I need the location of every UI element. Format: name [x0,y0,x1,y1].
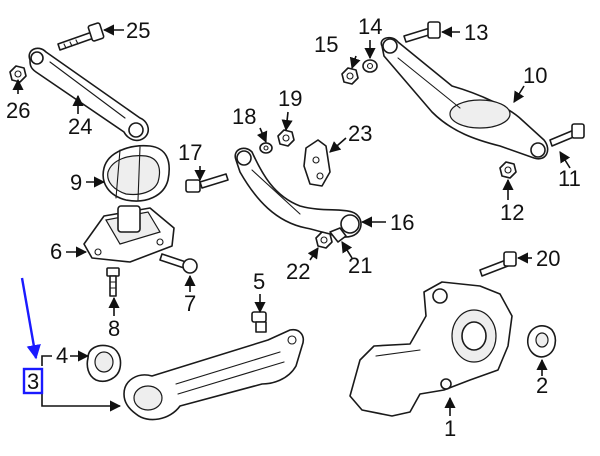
callout-17: 17 [178,140,202,165]
callout-23: 23 [348,121,372,146]
callout-1: 1 [444,416,456,441]
callout-5: 5 [253,269,265,294]
part-3-highlight [20,277,44,395]
part-13-bolt [403,21,441,43]
part-6-mount-bracket [83,205,175,263]
part-3-highlight-box [22,367,44,395]
part-17-bolt [185,173,229,193]
part-7-bolt [159,253,198,274]
callout-3: 3 [27,369,39,394]
part-14-washer [362,59,378,73]
part-22-nut [315,231,333,249]
part-12-nut [499,161,517,179]
callout-16: 16 [390,210,414,235]
part-4-bushing [86,344,122,383]
callout-8: 8 [108,316,120,341]
callout-18: 18 [232,104,256,129]
callout-13: 13 [464,20,488,45]
callout-15: 15 [314,32,338,57]
part-11-bolt [549,123,585,147]
part-15-nut [341,67,359,85]
callout-12: 12 [500,200,524,225]
callout-22: 22 [286,259,310,284]
callout-20: 20 [536,246,560,271]
callout-6: 6 [50,239,62,264]
part-21-clip [329,227,347,243]
callout-25: 25 [126,18,150,43]
part-1-knuckle [349,281,513,417]
callout-4: 4 [56,343,68,368]
callout-26: 26 [6,98,30,123]
part-3-trailing-arm [123,328,305,421]
leader-lines [12,24,571,416]
part-20-bolt [479,251,517,277]
callout-21: 21 [348,253,372,278]
part-24-upper-arm [28,47,150,142]
part-16-lower-link [234,147,362,238]
callout-10: 10 [523,63,547,88]
callout-9: 9 [70,170,82,195]
part-25-bolt [57,22,105,51]
part-10-spring-arm [380,36,549,160]
callout-11: 11 [558,166,581,191]
callout-labels: 1 2 3 4 5 6 7 8 9 10 11 12 13 14 15 16 1… [6,14,581,441]
part-26-nut [9,65,27,83]
part-19-nut [277,129,295,147]
part-9-bump-stop [102,144,170,202]
part-2-bushing [526,325,557,358]
callout-7: 7 [184,291,196,316]
part-23-bracket [303,139,331,187]
callout-19: 19 [278,86,302,111]
part-8-bolt [106,267,120,297]
part-18-washer [259,142,273,154]
callout-2: 2 [536,373,548,398]
callout-24: 24 [68,114,92,139]
part-5-bolt [251,311,267,333]
callout-14: 14 [358,14,382,39]
